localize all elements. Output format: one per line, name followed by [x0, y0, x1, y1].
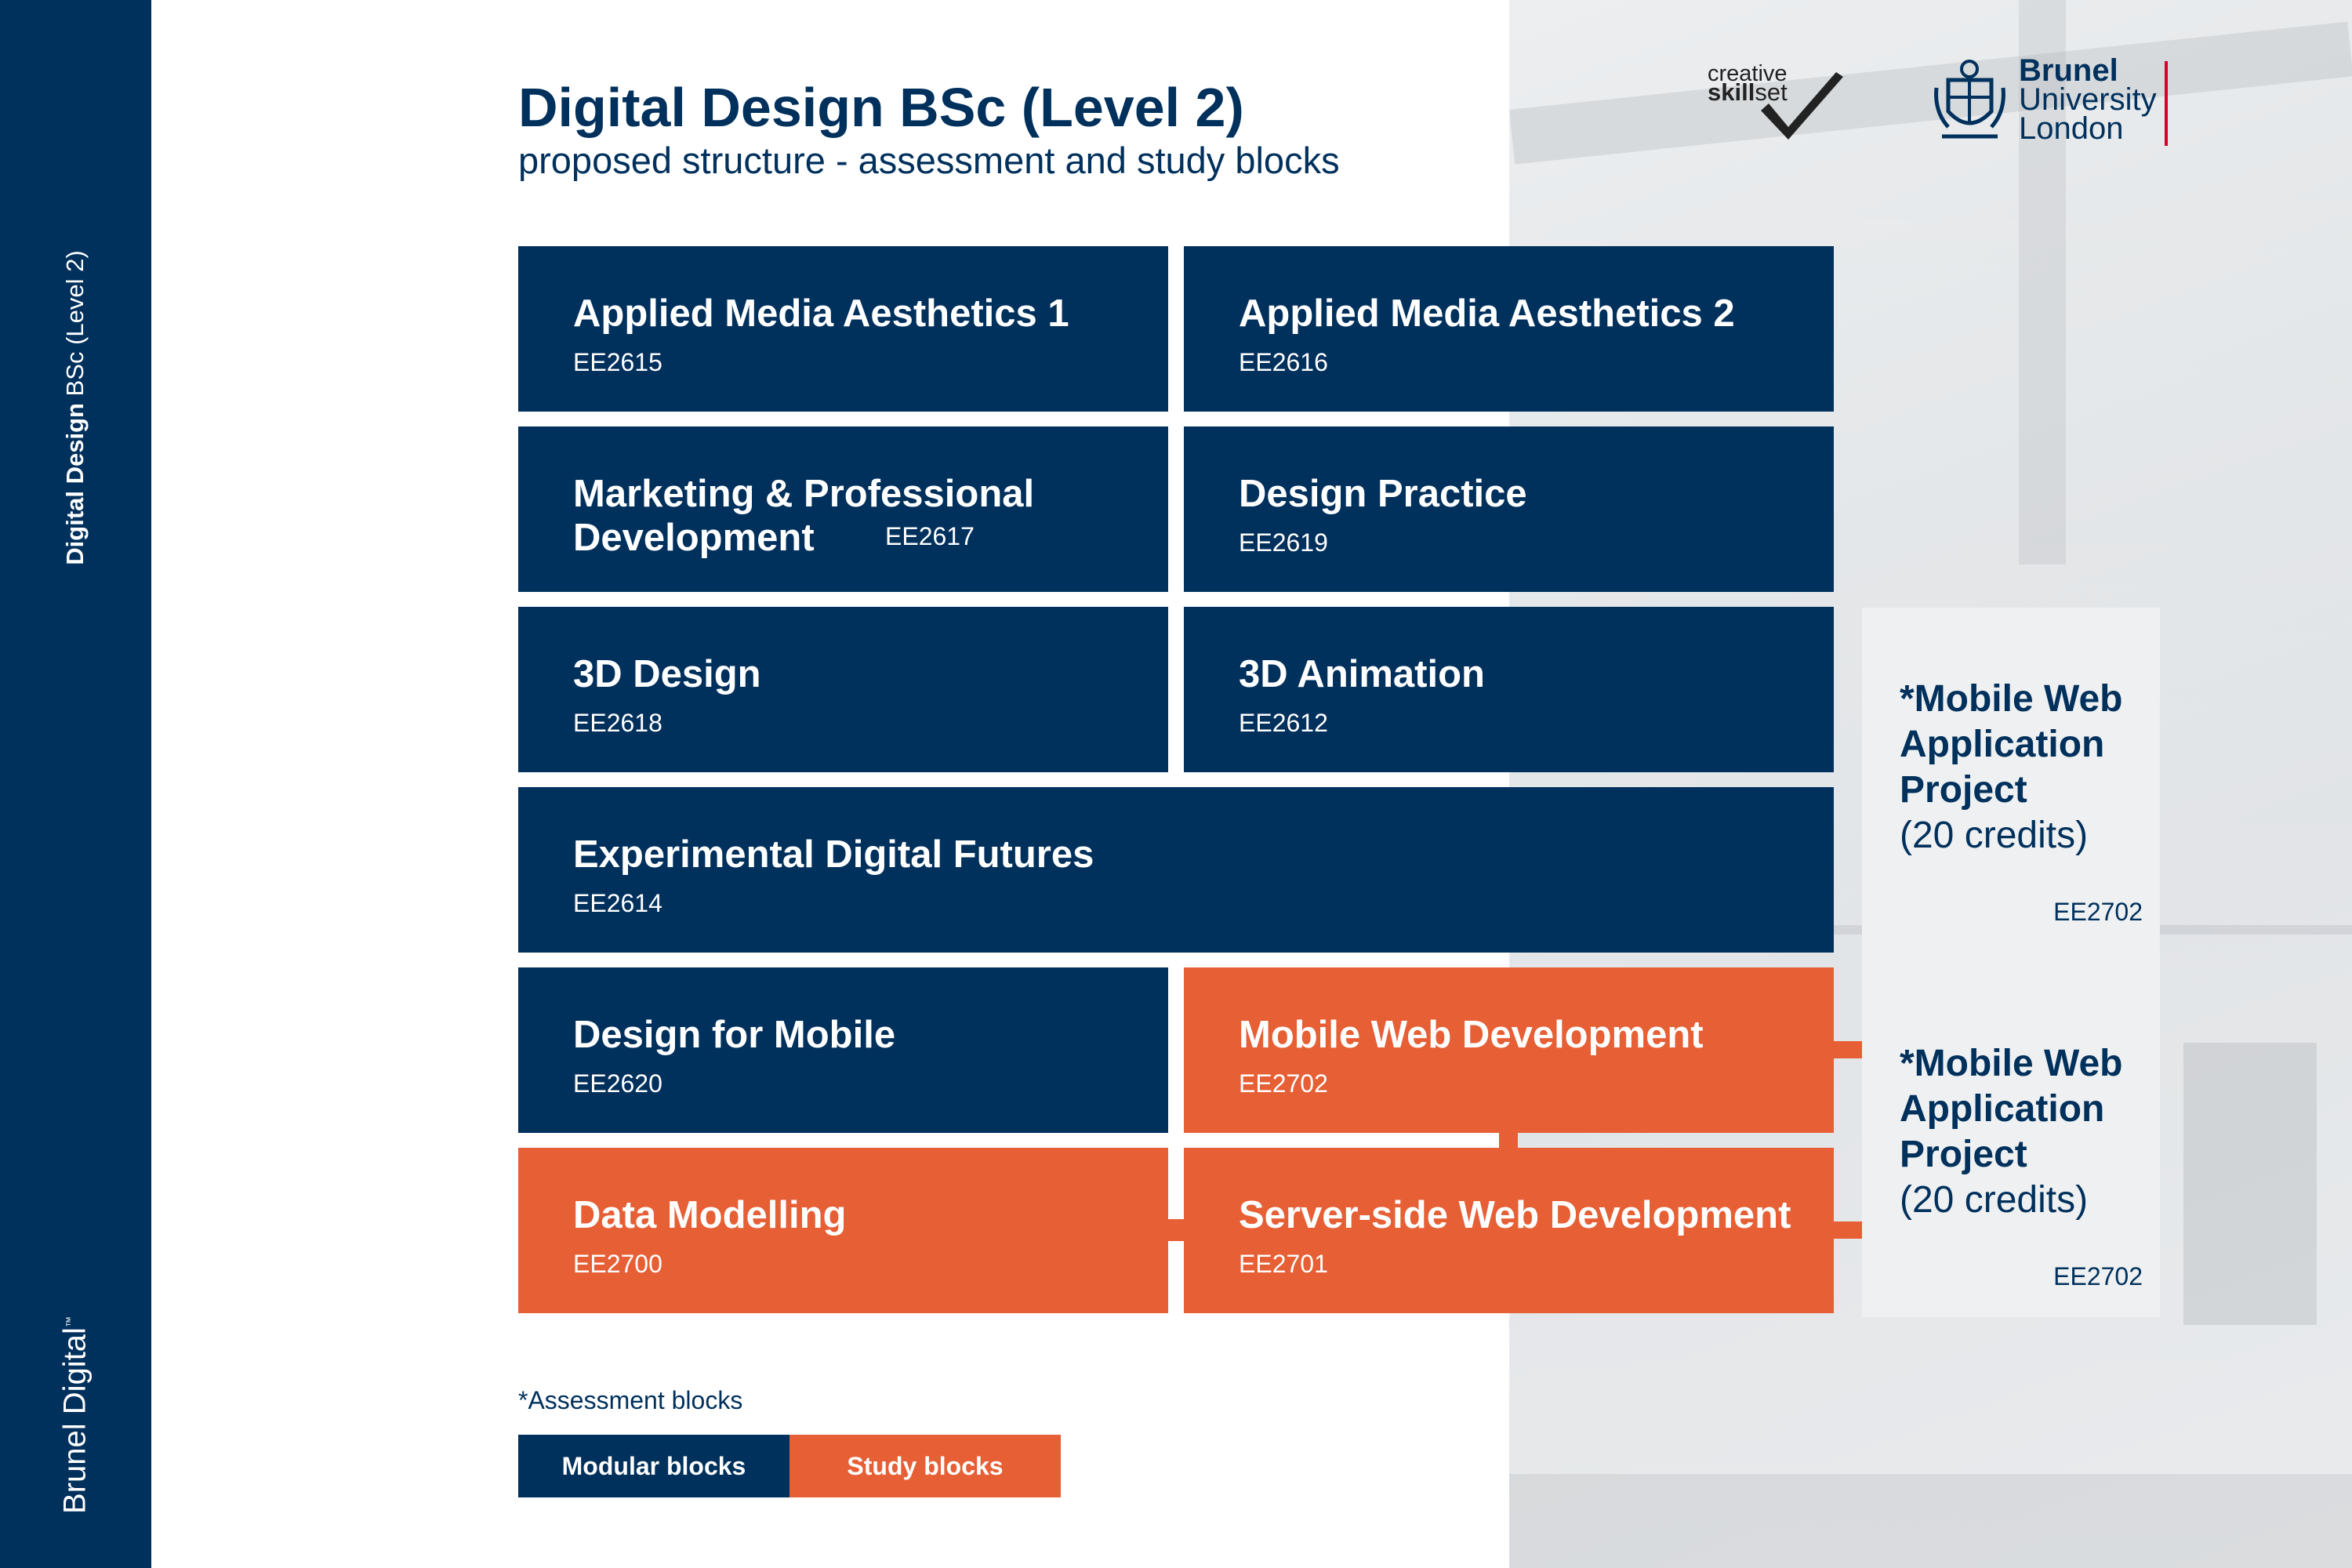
module-name: 3D Animation: [1239, 653, 1485, 695]
skillset-word-creative: creative: [1708, 61, 1788, 86]
module-name: Design Practice: [1239, 473, 1527, 515]
module-code: EE2616: [1239, 348, 1328, 376]
assessment-panel: *Mobile Web Application Project (20 cred…: [1862, 608, 2160, 1317]
module-code: EE2700: [573, 1250, 662, 1278]
assessment-code: EE2702: [2053, 1262, 2143, 1290]
module-code: EE2615: [573, 348, 662, 376]
module-code: EE2614: [573, 889, 662, 917]
module-name-line-2: Development: [573, 517, 815, 559]
module-block-design-practice: Design Practice EE2619: [1184, 426, 1834, 592]
module-code: EE2702: [1239, 1069, 1328, 1098]
module-name: Design for Mobile: [573, 1014, 896, 1056]
module-block-marketing-professional-development: Marketing & Professional Development EE2…: [518, 426, 1168, 592]
photo-beam: [1509, 21, 2352, 165]
module-code: EE2612: [1239, 709, 1328, 737]
brunel-university-logo: Brunel University London: [1933, 53, 2168, 151]
connector-mobile-to-assessment: [1834, 1041, 1862, 1058]
legend-modular-blocks: Modular blocks: [518, 1435, 789, 1497]
module-name-line-1: Marketing & Professional: [573, 473, 1035, 515]
brunel-word-2: University: [2019, 82, 2157, 117]
brunel-digital-logo: Brunel Digital™: [58, 1316, 93, 1514]
brand-text: Brunel Digital: [57, 1327, 93, 1514]
skillset-word-skill: skill: [1708, 78, 1755, 106]
module-code: EE2701: [1239, 1250, 1328, 1278]
study-block-server-side-web-development: Server-side Web Development EE2701: [1184, 1148, 1834, 1313]
brand-trademark: ™: [64, 1316, 77, 1328]
module-block-experimental-digital-futures: Experimental Digital Futures EE2614: [518, 787, 1834, 953]
brunel-wordmark: Brunel University London: [2019, 53, 2157, 146]
assessment-name-line-2: Application: [1900, 724, 2105, 765]
study-block-mobile-web-development: Mobile Web Development EE2702: [1184, 967, 1834, 1133]
sidebar-title: Digital Design BSc (Level 2): [61, 250, 89, 564]
study-block-data-modelling: Data Modelling EE2700: [518, 1148, 1168, 1313]
brunel-word-1: Brunel: [2019, 53, 2118, 88]
assessment-credits: (20 credits): [1900, 1179, 2089, 1221]
assessment-block: *Mobile Web Application Project (20 cred…: [1900, 677, 2143, 935]
legend: Modular blocks Study blocks: [518, 1435, 1061, 1497]
module-name: Server-side Web Development: [1239, 1194, 1791, 1236]
module-name: Experimental Digital Futures: [573, 833, 1094, 876]
page-title: Digital Design BSc (Level 2): [518, 77, 1244, 138]
brunel-red-bar: [2165, 61, 2168, 146]
assessment-credits: (20 credits): [1900, 815, 2089, 856]
brunel-word-3: London: [2019, 111, 2124, 146]
module-name: Applied Media Aesthetics 1: [573, 292, 1069, 335]
sidebar-title-rest: BSc (Level 2): [61, 250, 89, 397]
module-name: Data Modelling: [573, 1194, 847, 1236]
assessment-name-line-1: *Mobile Web: [1900, 678, 2123, 720]
crest-icon: [1934, 60, 2005, 139]
sidebar: Digital Design BSc (Level 2) Brunel Digi…: [0, 0, 151, 1568]
module-name: Applied Media Aesthetics 2: [1239, 292, 1735, 335]
module-code: EE2620: [573, 1069, 662, 1098]
creative-skillset-logo: creative skillset: [1708, 61, 1857, 147]
assessment-name-line-2: Application: [1900, 1088, 2105, 1130]
connector-mobile-to-server: [1499, 1133, 1518, 1148]
module-block-3d-design: 3D Design EE2618: [518, 607, 1168, 772]
module-block-applied-media-aesthetics-2: Applied Media Aesthetics 2 EE2616: [1184, 246, 1834, 412]
sidebar-title-bold: Digital Design: [61, 403, 89, 565]
module-name: Mobile Web Development: [1239, 1014, 1704, 1056]
legend-study-blocks: Study blocks: [789, 1435, 1061, 1497]
checkmark-icon: [1761, 72, 1843, 140]
photo-beam: [1509, 1474, 2352, 1568]
assessment-block: *Mobile Web Application Project (20 cred…: [1900, 1041, 2143, 1300]
skillset-word-skillset: skillset: [1708, 78, 1788, 107]
connector-data-to-server: [1168, 1219, 1184, 1241]
page-subtitle: proposed structure - assessment and stud…: [518, 140, 1340, 181]
module-code: EE2618: [573, 709, 662, 737]
photo-beam: [2019, 0, 2066, 564]
module-block-3d-animation: 3D Animation EE2612: [1184, 607, 1834, 772]
assessment-code: EE2702: [2053, 898, 2143, 926]
legend-note: *Assessment blocks: [518, 1386, 743, 1414]
module-code: EE2617: [885, 522, 975, 550]
connector-server-to-assessment: [1834, 1221, 1862, 1239]
assessment-name-line-3: Project: [1900, 769, 2027, 811]
skillset-word-set: set: [1755, 78, 1788, 106]
assessment-name-line-3: Project: [1900, 1134, 2027, 1175]
photo-beam: [2183, 1043, 2317, 1325]
assessment-name-line-1: *Mobile Web: [1900, 1043, 2123, 1084]
module-name: 3D Design: [573, 653, 761, 695]
module-block-design-for-mobile: Design for Mobile EE2620: [518, 967, 1168, 1133]
module-block-applied-media-aesthetics-1: Applied Media Aesthetics 1 EE2615: [518, 246, 1168, 412]
module-code: EE2619: [1239, 528, 1328, 557]
